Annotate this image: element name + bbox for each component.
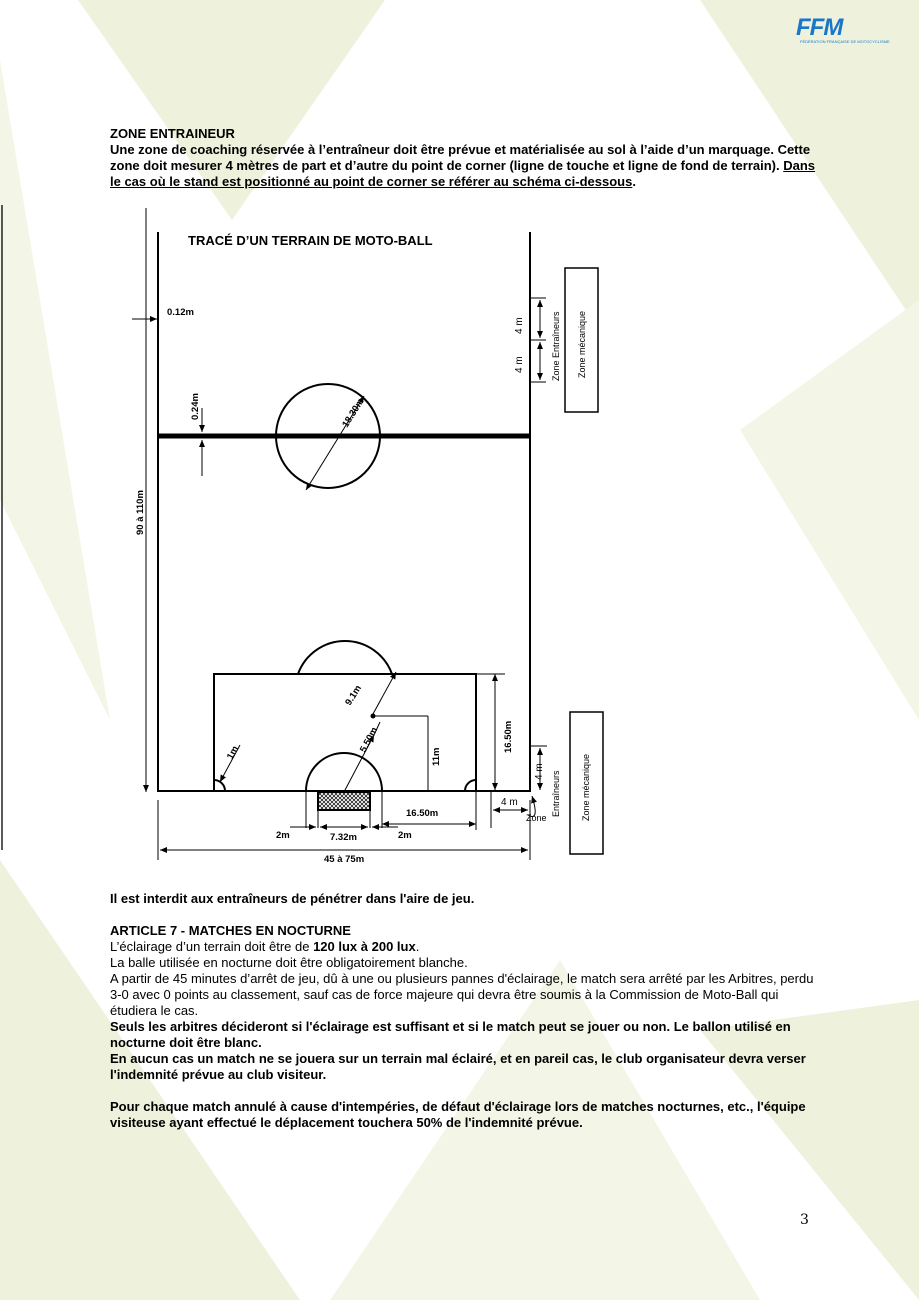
balle-paragraph: La balle utilisée en nocturne doit être … [110,955,468,970]
label-16-50-vertical: 16.50m [503,721,514,753]
label-goal-area: 5.50m [358,725,380,754]
label-11m: 11m [431,748,442,767]
ffm-logo: FFM FÉDÉRATION FRANÇAISE DE MOTOCYCLISME [796,14,890,44]
diagram-title: TRACÉ D’UN TERRAIN DE MOTO-BALL [188,233,433,248]
aucun-cas-paragraph: En aucun cas un match ne se jouera sur u… [110,1051,806,1082]
zone-entraineur-end: . [632,174,636,189]
label-center-circle: 18.30m [340,396,366,429]
label-goal-2m-right: 2m [398,830,412,841]
eclairage-text: L’éclairage d’un terrain doit être de [110,939,314,954]
interdit-paragraph: Il est interdit aux entraîneurs de pénét… [110,891,475,906]
logo-text: FFM [796,14,843,41]
zone-entraineur-section: ZONE ENTRAINEUR Une zone de coaching rés… [110,126,815,190]
label-width: 45 à 75m [324,854,364,865]
label-length: 90 à 110m [135,490,146,535]
label-coach-4m-d: 4 m [501,797,518,808]
pannes-paragraph: A partir de 45 minutes d’arrêt de jeu, d… [110,971,814,1018]
label-zone-bottom: Zone [526,813,547,823]
label-coach-4m-b: 4 m [514,356,525,373]
label-zone-entraineurs-top: Zone Entraîneurs [551,311,561,381]
arbitres-paragraph: Seuls les arbitres décideront si l'éclai… [110,1019,791,1050]
zone-entraineur-underlined: Dans le cas où le stand est positionné a… [110,158,816,189]
article-7-title: ARTICLE 7 - MATCHES EN NOCTURNE [110,923,351,938]
label-16-50-horizontal: 16.50m [406,808,438,819]
label-penalty-arc: 9.1m [343,683,364,707]
label-goal-width: 7.32m [330,832,357,843]
eclairage-end: . [415,939,420,954]
label-zone-mecanique-top: Zone mécanique [577,311,587,378]
label-line-width: 0.12m [167,307,194,318]
label-center-line-width: 0.24m [190,393,201,420]
zone-entraineur-paragraph: Une zone de coaching réservée à l’entraî… [110,142,815,190]
zone-entraineur-text: Une zone de coaching réservée à l’entraî… [110,142,811,173]
annule-paragraph: Pour chaque match annulé à cause d'intem… [110,1099,806,1130]
page-number: 3 [800,1212,809,1228]
logo-subtitle: FÉDÉRATION FRANÇAISE DE MOTOCYCLISME [800,39,890,44]
label-coach-4m-a: 4 m [514,317,525,334]
field-diagram-svg: TRACÉ D’UN TERRAIN DE MOTO-BALL 0.12m 0.… [132,208,604,865]
label-goal-2m-left: 2m [276,830,290,841]
eclairage-lux: 120 lux à 200 lux [313,939,416,954]
eclairage-paragraph: L’éclairage d’un terrain doit être de 12… [110,939,815,955]
label-entraineurs-bottom: Entraîneurs [551,770,561,817]
label-zone-mecanique-bottom: Zone mécanique [581,754,591,821]
field-diagram: TRACÉ D’UN TERRAIN DE MOTO-BALL 0.12m 0.… [110,200,630,870]
body-section: Il est interdit aux entraîneurs de pénét… [110,891,815,1131]
zone-entraineur-title: ZONE ENTRAINEUR [110,126,235,141]
label-coach-4m-c: 4 m [534,763,545,780]
